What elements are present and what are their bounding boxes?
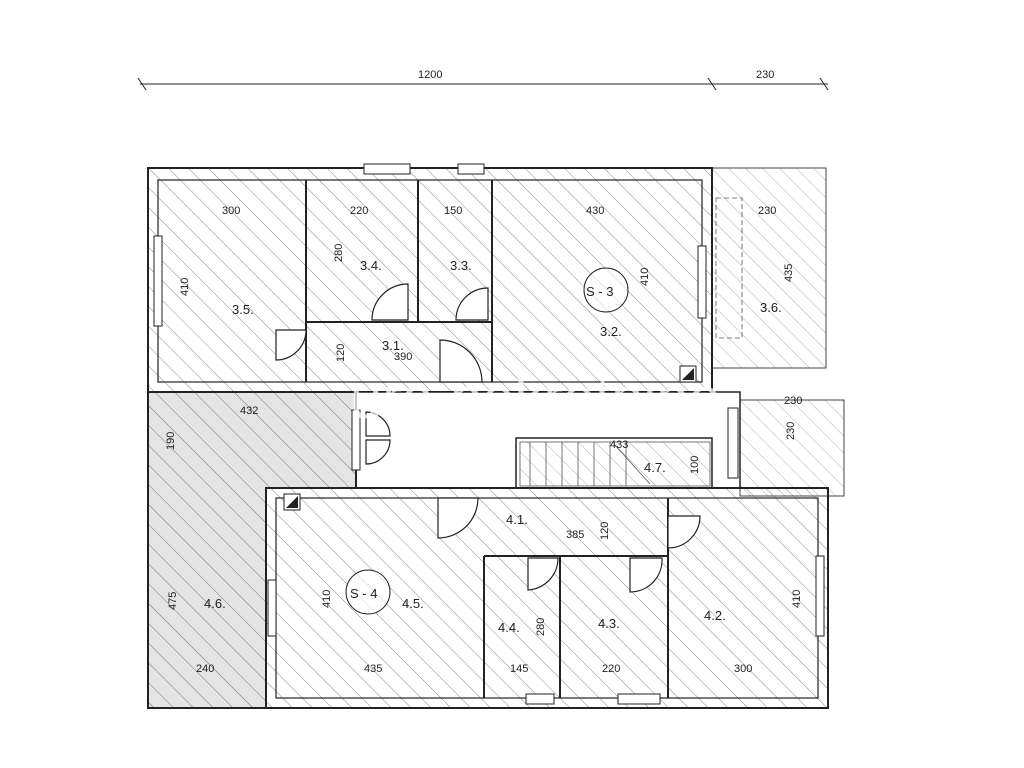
unit-label-s4: S - 4: [350, 586, 377, 601]
room-label-3-1: 3.1.: [382, 338, 404, 353]
dim-475: 475: [167, 592, 179, 610]
room-label-4-3: 4.3.: [598, 616, 620, 631]
dim-300-top: 300: [222, 205, 240, 217]
dim-120-lower: 120: [599, 522, 611, 540]
dim-410-s4-right: 410: [791, 590, 803, 608]
dim-410-right: 410: [639, 268, 651, 286]
watermark: ura nekretnine: [350, 366, 721, 431]
room-label-4-6: 4.6.: [204, 596, 226, 611]
dim-435-balcony: 435: [783, 264, 795, 282]
unit-label-s3: S - 3: [586, 284, 613, 299]
dim-385: 385: [566, 529, 584, 541]
dim-100: 100: [689, 456, 701, 474]
dim-430: 430: [586, 205, 604, 217]
unit-s4-doors: [437, 497, 701, 593]
dim-300-bottom: 300: [734, 663, 752, 675]
dim-220-bottom: 220: [602, 663, 620, 675]
dim-435-bottom: 435: [364, 663, 382, 675]
dim-120-upper: 120: [335, 344, 347, 362]
unit-s3-walls: [147, 163, 713, 393]
dim-220-top: 220: [350, 205, 368, 217]
overall-width-label: 1200: [418, 69, 442, 81]
dim-410-left: 410: [179, 278, 191, 296]
room-label-4-2: 4.2.: [704, 608, 726, 623]
room-label-3-3: 3.3.: [450, 258, 472, 273]
dim-230-terrace-v: 230: [785, 422, 797, 440]
stair-light-icon-fill: [682, 368, 694, 380]
overall-balcony-label: 230: [756, 69, 774, 81]
balcony-3-6: [711, 167, 827, 369]
terrace-right: [739, 399, 845, 497]
dim-240: 240: [196, 663, 214, 675]
light-icon-s4-fill: [286, 496, 298, 508]
room-label-4-7: 4.7.: [644, 460, 666, 475]
room-label-4-5: 4.5.: [402, 596, 424, 611]
dim-190: 190: [165, 432, 177, 450]
dim-390: 390: [394, 351, 412, 363]
room-label-4-4: 4.4.: [498, 620, 520, 635]
dim-433: 433: [610, 439, 628, 451]
dim-280-vertical: 280: [333, 244, 345, 262]
dim-150: 150: [444, 205, 462, 217]
hallway-window-right: [727, 407, 739, 479]
room-label-4-1: 4.1.: [506, 512, 528, 527]
dim-410-s4-left: 410: [321, 590, 333, 608]
dim-230-terrace-h: 230: [784, 395, 802, 407]
room-label-3-4: 3.4.: [360, 258, 382, 273]
room-label-3-6: 3.6.: [760, 300, 782, 315]
room-labels: 3.5. 3.4. 3.3. 3.2. 3.1. 3.6. 4.7. 4.1. …: [204, 258, 782, 635]
stairs: [519, 441, 711, 487]
unit-s3-circle: [583, 267, 629, 313]
overall-dimension: [137, 77, 829, 91]
room-label-3-2: 3.2.: [600, 324, 622, 339]
dim-280-s4: 280: [535, 618, 547, 636]
unit-s4-circle: [345, 569, 391, 615]
hallway-double-door: [365, 411, 391, 465]
dim-230-balcony: 230: [758, 205, 776, 217]
dim-432: 432: [240, 405, 258, 417]
room-label-3-5: 3.5.: [232, 302, 254, 317]
unit-s3-doors: [275, 283, 489, 383]
dimension-labels: 300 220 150 430 230 280 410 410 435 120 …: [165, 205, 803, 675]
dim-145: 145: [510, 663, 528, 675]
